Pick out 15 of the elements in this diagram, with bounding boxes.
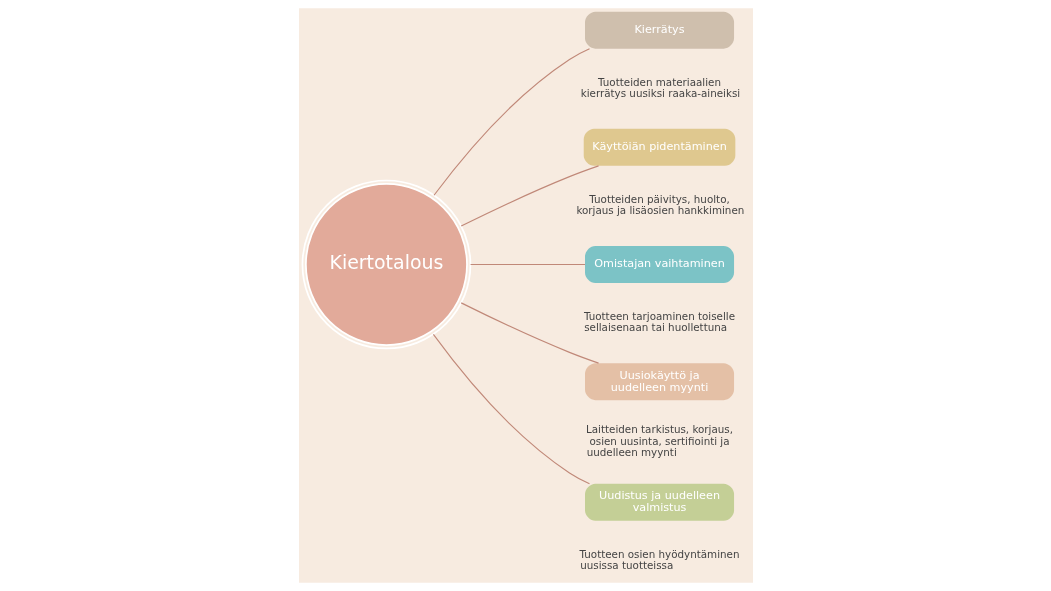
node-box: Omistajan vaihtaminen — [584, 245, 734, 283]
connector — [469, 263, 586, 266]
node-label: Tuotteen tarjoaminen toiselle sellaisenaan tai huollettuna — [583, 310, 735, 334]
connector — [460, 165, 599, 227]
connector — [460, 302, 599, 364]
connector — [432, 333, 590, 485]
node-label: Tuotteiden päivitys, huolto, korjaus ja lisäosien hankkiminen — [575, 192, 744, 217]
node-label: Laitteiden tarkistus, korjaus, osien uusinta, sertifiointi ja uudelleen myynti — [585, 423, 733, 458]
node-box: Kierrätys — [584, 11, 734, 49]
node-label: Tuotteiden materiaalien kierrätys uusiksi raaka-aineiksi — [580, 75, 740, 100]
node-label: Tuotteen osien hyödyntäminen uusissa tuotteissa — [579, 547, 740, 572]
connector — [432, 48, 590, 196]
node-box: Uusiokäyttö ja uudelleen myynti — [584, 363, 734, 401]
node-box: Käyttöiän pidentäminen — [583, 128, 735, 166]
node-box: Uudistus ja uudelleen valmistus — [584, 483, 734, 521]
